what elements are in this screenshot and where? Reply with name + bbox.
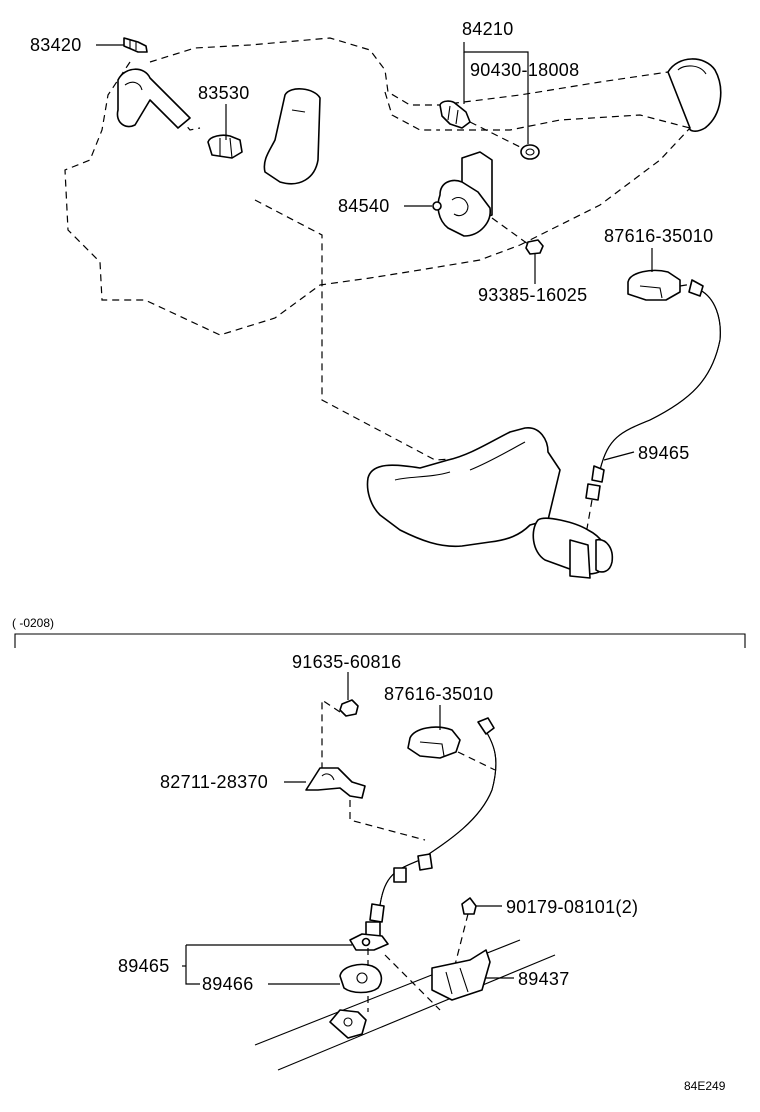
- sensor-84540: [432, 151, 493, 237]
- cover-87616-bottom: [407, 726, 461, 759]
- leader-lines: [96, 42, 653, 985]
- nut-90179: [461, 897, 477, 915]
- label-83420: 83420: [30, 35, 82, 55]
- heat-insulator-89437: [431, 949, 491, 1001]
- label-90430-18008: 90430-18008: [470, 60, 579, 80]
- gasket-89466: [339, 963, 383, 994]
- label-91635-60816: 91635-60816: [292, 652, 401, 672]
- bracket-82711: [305, 767, 366, 799]
- label-93385-16025: 93385-16025: [478, 285, 587, 305]
- air-duct: [263, 88, 321, 185]
- label-89466: 89466: [202, 974, 254, 994]
- intake-pipe: [116, 68, 191, 129]
- bolt-93385: [525, 239, 544, 255]
- label-89465-bottom: 89465: [118, 956, 170, 976]
- oxygen-sensor-89465-top: [585, 279, 721, 501]
- transmission-outline: [439, 58, 722, 246]
- label-87616-35010-bottom: 87616-35010: [384, 684, 493, 704]
- figure-code: 84E249: [684, 1079, 726, 1093]
- label-89437: 89437: [518, 969, 570, 989]
- section-divider: [14, 633, 746, 648]
- label-89465-top: 89465: [638, 443, 690, 463]
- section-note: ( -0208): [12, 616, 54, 630]
- label-82711-28370: 82711-28370: [160, 772, 268, 792]
- label-84540: 84540: [338, 196, 390, 216]
- label-84210: 84210: [462, 19, 514, 39]
- exhaust-manifold: [366, 427, 614, 579]
- label-87616-35010-top: 87616-35010: [604, 226, 713, 246]
- bolt-91635: [339, 699, 359, 717]
- label-83530: 83530: [198, 83, 250, 103]
- gasket-90430: [520, 144, 540, 160]
- sensor-83420: [123, 37, 148, 53]
- cover-87616-top: [627, 269, 681, 301]
- label-90179-08101: 90179-08101(2): [506, 897, 638, 917]
- switch-83530: [207, 134, 243, 159]
- switch-84210: [439, 100, 471, 129]
- exhaust-pipe-flange: [254, 939, 556, 1071]
- engine-outline: [64, 37, 521, 461]
- oxygen-sensor-89465-bottom: [349, 717, 497, 951]
